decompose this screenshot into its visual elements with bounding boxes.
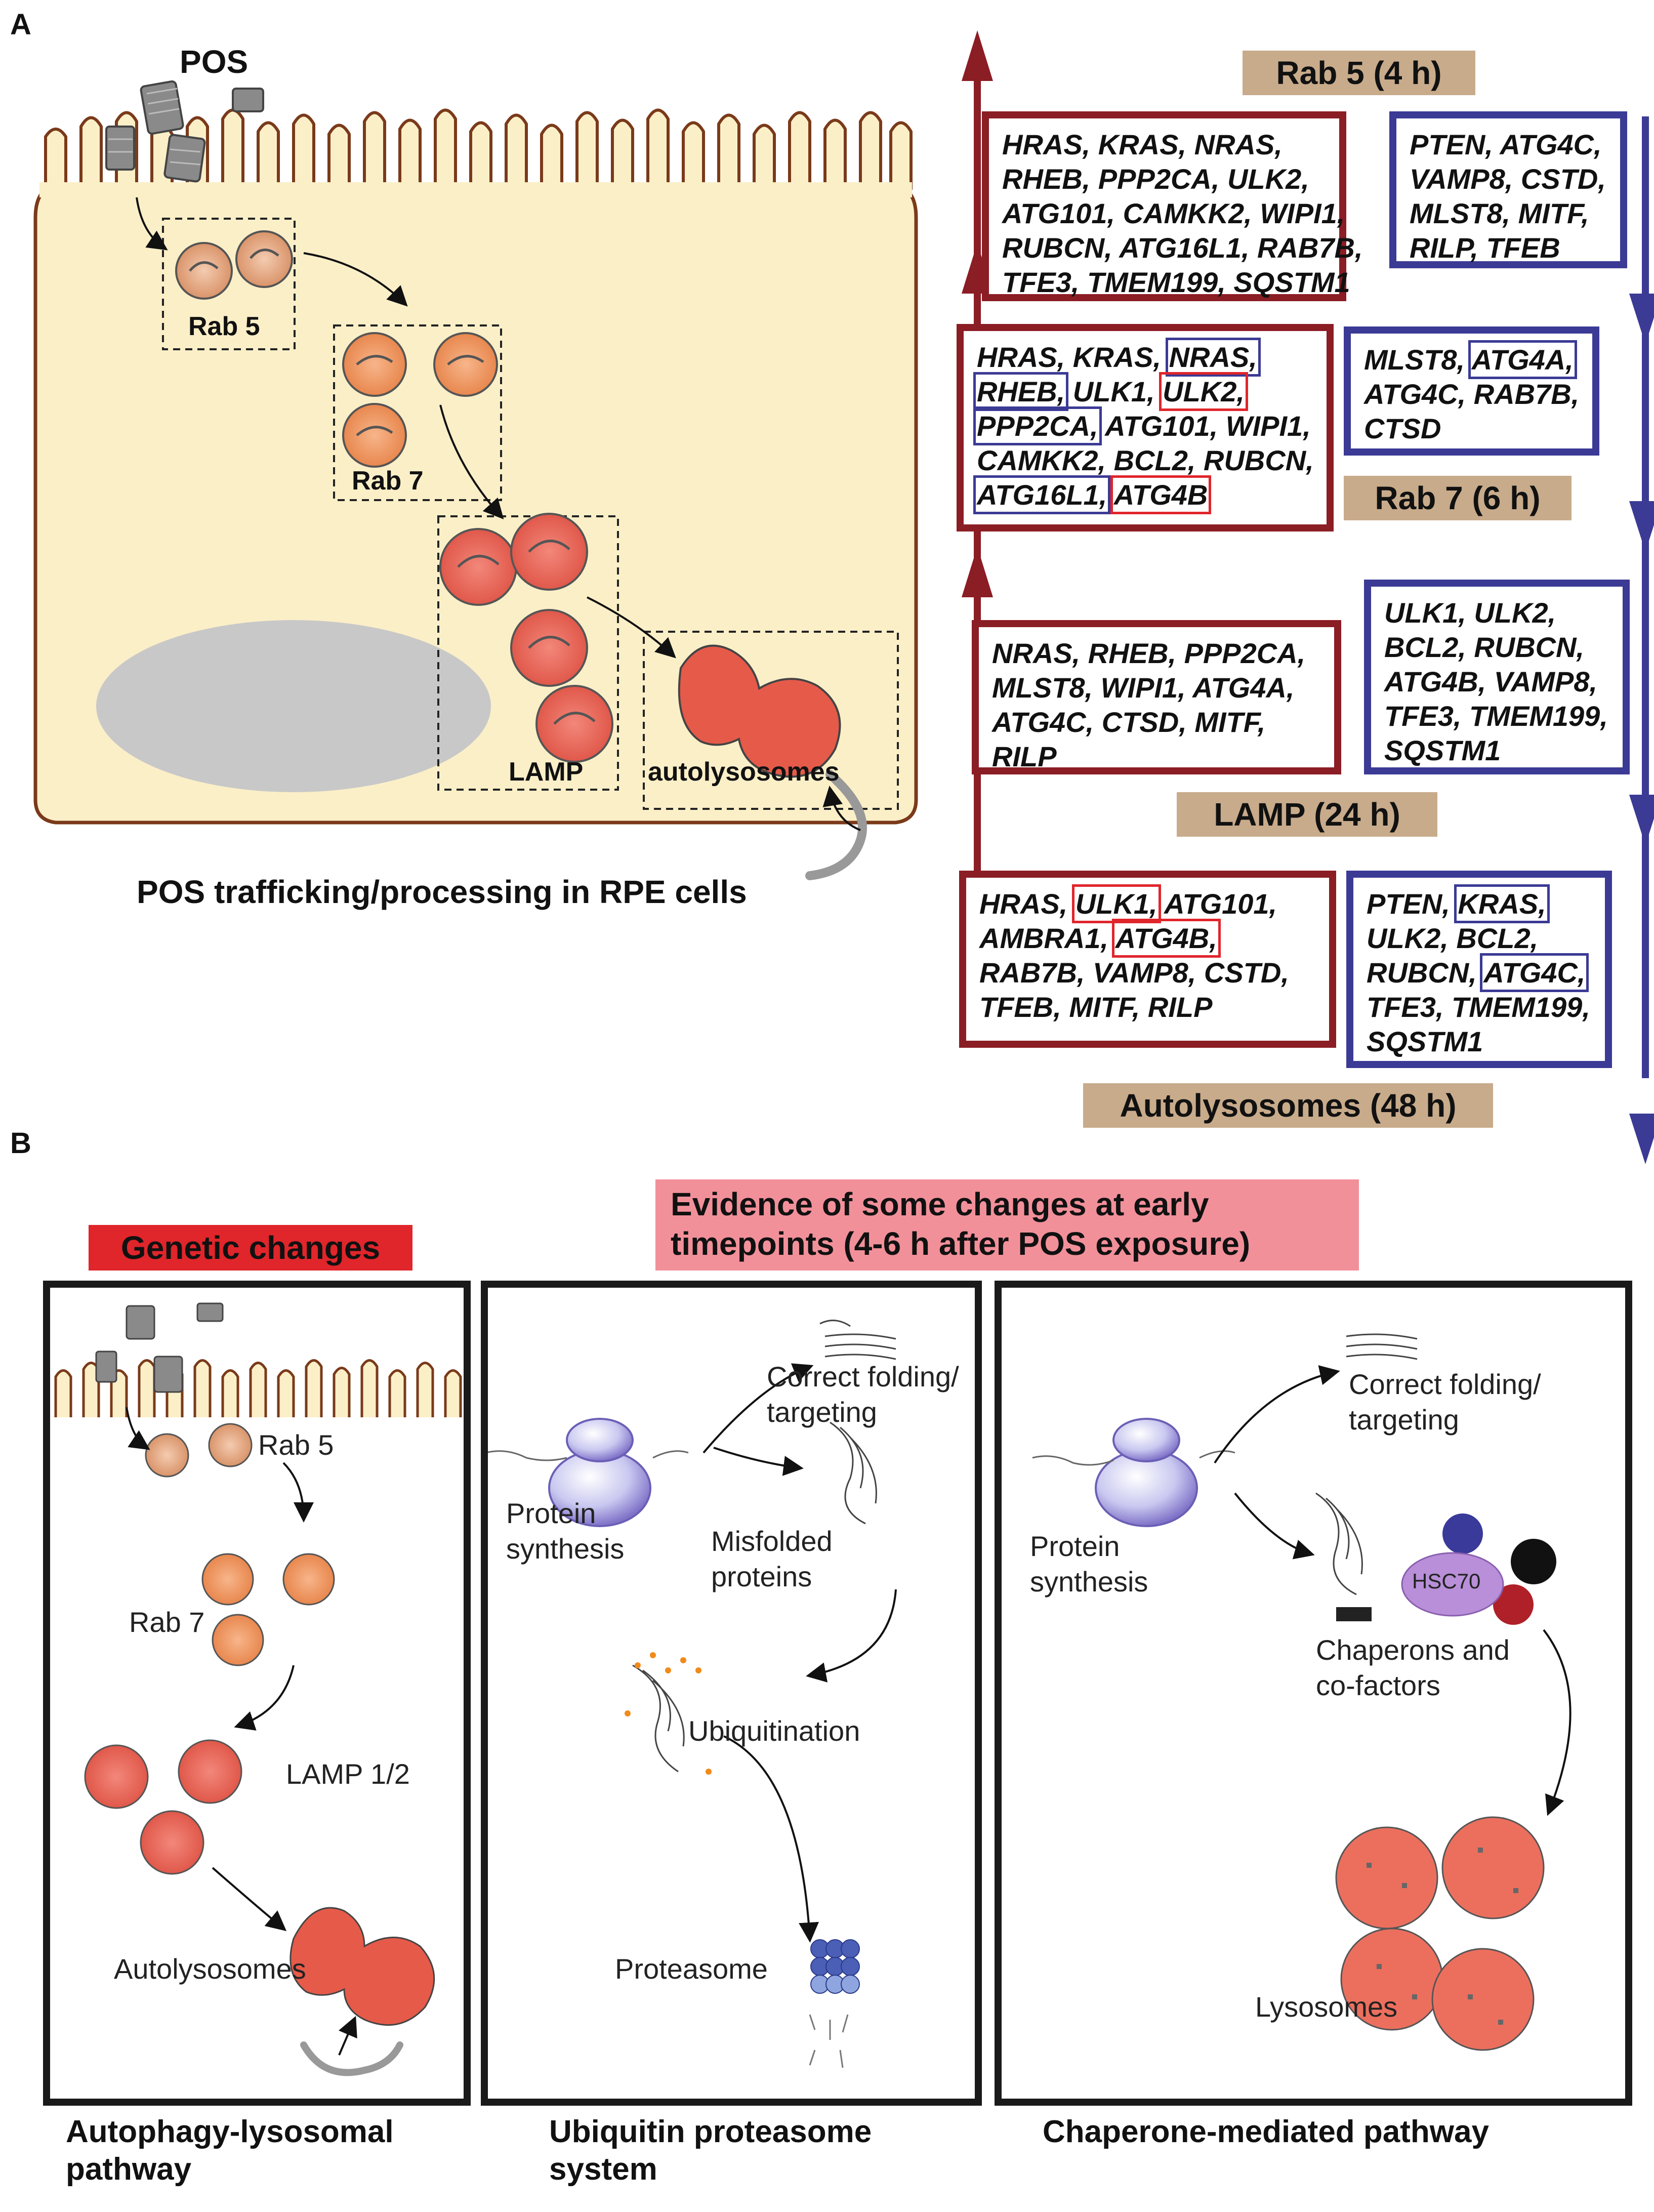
gene-line: RHEB, PPP2CA, ULK2, <box>1002 163 1309 195</box>
chaperone-caption: Chaperone-mediated pathway <box>1043 2114 1489 2149</box>
lamp-label: LAMP <box>509 757 584 787</box>
rab5-label: Rab 5 <box>188 312 260 341</box>
up-genes-autolysosomes: HRAS, ULK1, ATG101, AMBRA1, ATG4B, RAB7B… <box>959 871 1336 1048</box>
u-ubiquitination-label: Ubiquitination <box>688 1715 860 1747</box>
up-genes-rab7: HRAS, KRAS, NRAS, RHEB, ULK1, ULK2, PPP2… <box>957 324 1334 531</box>
autophagy-panel <box>43 1281 471 2106</box>
gene-line: ULK1, ULK2, <box>1384 597 1556 629</box>
gene-line: ATG101, CAMKK2, WIPI1, <box>1002 197 1345 229</box>
gene-line: HRAS, ULK1, ATG101, <box>979 884 1277 923</box>
gene-line: TFE3, TMEM199, SQSTM1 <box>1002 266 1350 298</box>
gene-line: TFE3, TMEM199, <box>1384 700 1608 732</box>
u-proteasome-label: Proteasome <box>615 1953 768 1985</box>
down-regulation-arrows <box>1629 116 1654 1164</box>
autolysosome-box <box>643 631 899 810</box>
c-lysosomes-label: Lysosomes <box>1255 1991 1398 2023</box>
gene-line: MLST8, ATG4A, <box>1364 340 1577 379</box>
autophagy-caption: Autophagy-lysosomal pathway <box>66 2114 394 2187</box>
autolysosomes-label: autolysosomes <box>648 757 840 787</box>
rab7-vesicles <box>342 332 498 468</box>
ubiquitin-panel <box>481 1281 982 2106</box>
gene-line: HRAS, KRAS, NRAS, <box>1002 129 1283 160</box>
rpe-cell <box>33 80 918 880</box>
up-genes-lamp: NRAS, RHEB, PPP2CA, MLST8, WIPI1, ATG4A,… <box>972 620 1341 774</box>
gene-line: RAB7B, VAMP8, CSTD, <box>979 957 1289 989</box>
down-genes-lamp: ULK1, ULK2, BCL2, RUBCN, ATG4B, VAMP8, T… <box>1364 580 1630 774</box>
gene-line: HRAS, KRAS, NRAS, <box>977 338 1261 377</box>
evidence-line-2: timepoints (4-6 h after POS exposure) <box>671 1225 1251 1262</box>
b-autolysosomes-label: Autolysosomes <box>114 1953 306 1985</box>
gene-line: PTEN, KRAS, <box>1367 884 1550 923</box>
pos-label: POS <box>180 44 249 80</box>
down-genes-rab5: PTEN, ATG4C, VAMP8, CSTD, MLST8, MITF, R… <box>1389 111 1627 268</box>
gene-line: TFE3, TMEM199, <box>1367 991 1590 1023</box>
gene-line: ATG4C, CTSD, MITF, <box>992 706 1266 738</box>
gene-line: SQSTM1 <box>1367 1026 1483 1057</box>
panel-a-letter: A <box>10 8 31 41</box>
gene-line: BCL2, RUBCN, <box>1384 631 1585 663</box>
u-correct-label: Correct folding/targeting <box>767 1361 959 1428</box>
ubiquitin-graphic <box>485 1320 897 2068</box>
panel-b-letter: B <box>10 1127 31 1160</box>
rab5-vesicles <box>175 230 293 300</box>
gene-line: ATG4C, RAB7B, <box>1364 378 1580 410</box>
chaperone-panel <box>995 1281 1632 2106</box>
gene-line: TFEB, MITF, RILP <box>979 991 1213 1023</box>
gene-line: ATG4B, VAMP8, <box>1384 666 1598 698</box>
tag-rab7: Rab 7 (6 h) <box>1344 476 1572 520</box>
gene-line: RHEB, ULK1, ULK2, <box>973 372 1248 411</box>
panel-a-caption: POS trafficking/processing in RPE cells <box>137 874 747 910</box>
up-genes-rab5: HRAS, KRAS, NRAS, RHEB, PPP2CA, ULK2, AT… <box>982 111 1363 301</box>
tag-autolysosomes: Autolysosomes (48 h) <box>1083 1083 1493 1128</box>
autophagy-graphic <box>54 1302 462 2076</box>
gene-line: NRAS, RHEB, PPP2CA, <box>992 637 1306 669</box>
evidence-line-1: Evidence of some changes at early <box>671 1186 1209 1222</box>
gene-line: MLST8, MITF, <box>1410 197 1589 229</box>
gene-line: RUBCN, ATG4C, <box>1367 953 1589 992</box>
c-correct-label: Correct folding/targeting <box>1349 1368 1541 1436</box>
vesicle-swirls <box>189 249 596 725</box>
gene-line: SQSTM1 <box>1384 734 1501 766</box>
hsc70-label: HSC70 <box>1412 1569 1481 1593</box>
gene-line: CTSD <box>1364 413 1441 444</box>
gene-line: PTEN, ATG4C, <box>1410 129 1602 160</box>
b-lamp-label: LAMP 1/2 <box>286 1758 410 1790</box>
lamp-box <box>437 515 619 791</box>
evidence-banner: Evidence of some changes at early timepo… <box>655 1179 1359 1271</box>
gene-line: RUBCN, ATG16L1, RAB7B, <box>1002 232 1363 264</box>
gene-line: ATG16L1, ATG4B <box>973 475 1212 514</box>
b-rab7-label: Rab 7 <box>129 1606 205 1638</box>
lamp-vesicles <box>439 513 613 763</box>
ubiquitin-caption: Ubiquitin proteasome system <box>549 2114 872 2187</box>
down-genes-rab7: MLST8, ATG4A, ATG4C, RAB7B, CTSD <box>1344 326 1599 456</box>
chaperone-graphic <box>1032 1333 1572 2051</box>
rab5-box <box>162 218 296 350</box>
gene-line: RILP, TFEB <box>1410 232 1560 264</box>
tag-rab5: Rab 5 (4 h) <box>1243 51 1475 95</box>
nucleus <box>96 620 491 792</box>
genetic-changes-banner: Genetic changes <box>89 1225 412 1271</box>
gene-line: VAMP8, CSTD, <box>1410 163 1606 195</box>
trafficking-arrows <box>136 197 861 831</box>
gene-line: RILP <box>992 741 1057 772</box>
down-genes-autolysosomes: PTEN, KRAS, ULK2, BCL2, RUBCN, ATG4C, TF… <box>1346 871 1612 1068</box>
rab7-box <box>333 324 502 501</box>
hsc70 <box>1401 1552 1504 1617</box>
autolysosome <box>678 644 841 778</box>
gene-line: PPP2CA, ATG101, WIPI1, <box>973 406 1311 445</box>
pos-stacks <box>105 80 264 183</box>
tag-lamp: LAMP (24 h) <box>1177 792 1437 837</box>
gene-line: MLST8, WIPI1, ATG4A, <box>992 672 1295 704</box>
b-rab5-label: Rab 5 <box>258 1429 334 1461</box>
rab7-label: Rab 7 <box>352 466 424 496</box>
gene-line: CAMKK2, BCL2, RUBCN, <box>977 444 1314 476</box>
gene-line: AMBRA1, ATG4B, <box>979 919 1221 958</box>
gene-line: ULK2, BCL2, <box>1367 922 1539 954</box>
